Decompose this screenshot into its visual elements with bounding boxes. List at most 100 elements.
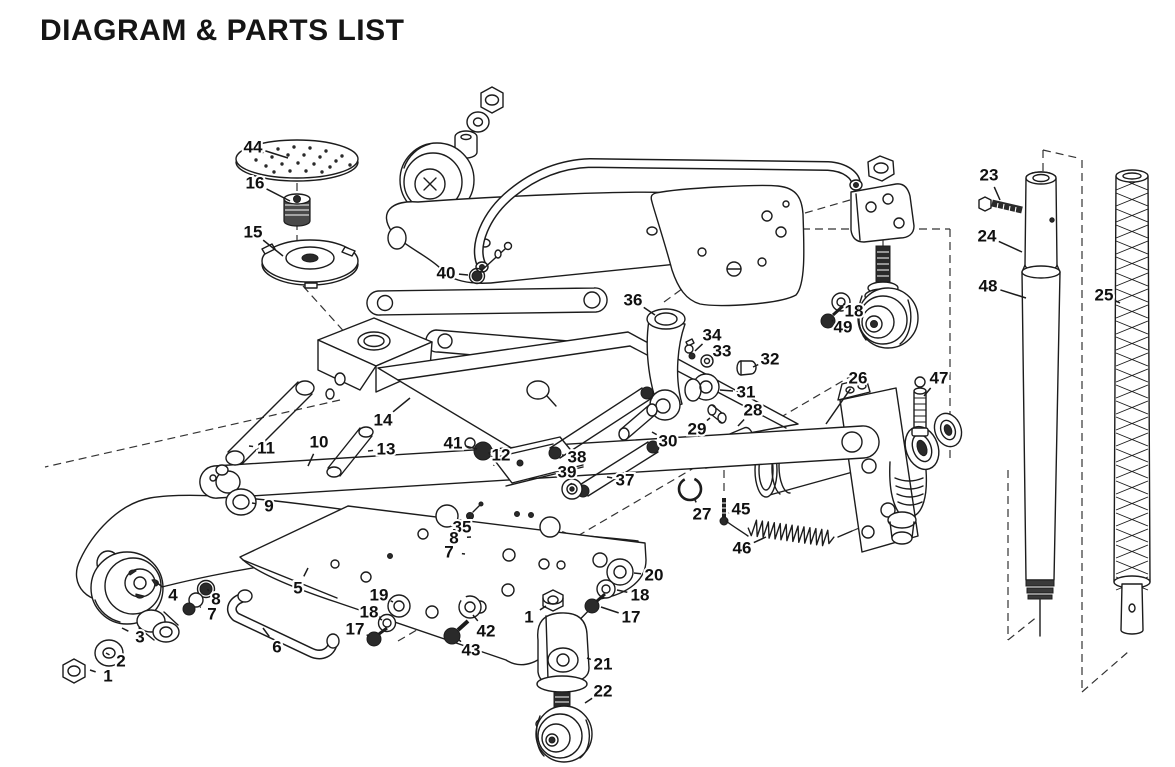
part-label-7: 7 [444, 543, 453, 562]
part-label-8: 8 [449, 529, 458, 548]
part-label-39: 39 [558, 463, 577, 482]
bottom-caster-wheel [535, 691, 593, 763]
part-label-2: 2 [116, 652, 125, 671]
leader-line-17 [366, 634, 370, 637]
part-label-22: 22 [594, 682, 613, 701]
part-label-33: 33 [713, 342, 732, 361]
leader-line-15 [262, 239, 284, 257]
part-label-31: 31 [737, 383, 756, 402]
o-ring [677, 476, 703, 502]
part-label-41: 41 [444, 434, 463, 453]
part-label-1: 1 [524, 608, 533, 627]
part-label-49: 49 [834, 318, 853, 337]
leader-line-14 [392, 397, 411, 413]
part-label-32: 32 [761, 350, 780, 369]
bolt-43 [443, 619, 470, 645]
leader-line-1 [89, 669, 96, 673]
pump-stem [911, 376, 929, 437]
pivot-rod-38 [548, 386, 654, 460]
set-screw-35 [466, 501, 484, 520]
part-label-36: 36 [624, 291, 643, 310]
leader-line-49 [831, 319, 834, 322]
washer-18-left [377, 613, 397, 633]
top-nut-washer-bushing [454, 86, 504, 159]
saddle-pad [235, 139, 359, 182]
leader-line-27 [693, 497, 697, 503]
leader-line-24 [998, 240, 1023, 253]
part-label-10: 10 [310, 433, 329, 452]
pump-cylinder-eye-2 [933, 412, 963, 448]
leader-line-37 [606, 476, 613, 479]
leader-line-19 [390, 600, 394, 603]
side-rod [209, 380, 315, 482]
caster-bracket [536, 612, 590, 693]
part-label-40: 40 [437, 264, 456, 283]
leader-line-8 [206, 588, 210, 592]
leader-line-28 [737, 418, 745, 427]
leader-line-3 [121, 627, 129, 632]
part-label-3: 3 [135, 628, 144, 647]
part-label-29: 29 [688, 420, 707, 439]
bolt-8-left [196, 579, 216, 599]
part-label-6: 6 [272, 638, 281, 657]
part-label-21: 21 [594, 655, 613, 674]
part-label-1: 1 [103, 667, 112, 686]
part-label-4: 4 [168, 586, 178, 605]
part-label-28: 28 [744, 401, 763, 420]
leader-line-25 [1115, 300, 1121, 304]
release-pin [719, 498, 729, 526]
handle-lower-tube [1021, 265, 1061, 637]
bolt-17-right [584, 592, 606, 614]
ram-bolt [464, 437, 493, 461]
lift-arm-plate [377, 331, 799, 471]
linkage-small-parts [618, 338, 757, 441]
saddle-base [261, 239, 359, 289]
leader-line-20 [633, 572, 642, 575]
part-label-44: 44 [244, 138, 263, 157]
bushing-39 [561, 478, 583, 500]
part-label-20: 20 [645, 566, 664, 585]
part-label-38: 38 [568, 448, 587, 467]
front-roller [399, 142, 475, 218]
part-label-13: 13 [377, 440, 396, 459]
part-label-46: 46 [733, 539, 752, 558]
leader-line-16 [266, 188, 291, 202]
leader-line-23 [993, 186, 1001, 201]
leader-line-18 [379, 618, 383, 621]
washer-19 [387, 594, 411, 618]
leader-line-32 [752, 363, 759, 368]
part-label-24: 24 [978, 227, 997, 246]
nut-1-center [542, 589, 564, 612]
leader-line-42 [472, 614, 479, 622]
leader-line-48 [1000, 289, 1027, 299]
leader-line-9 [251, 502, 257, 505]
leader-line-5 [303, 567, 309, 577]
part-label-11: 11 [257, 439, 275, 458]
rear-caster-assembly [820, 155, 919, 349]
part-label-9: 9 [264, 497, 273, 516]
part-label-47: 47 [930, 369, 949, 388]
part-label-35: 35 [453, 518, 472, 537]
leader-line-6 [262, 627, 270, 637]
pump-link [646, 308, 686, 421]
handle-upper-tube [1021, 171, 1061, 273]
leader-line-43 [458, 639, 462, 643]
part-label-37: 37 [616, 471, 635, 490]
leader-line-40 [458, 273, 469, 276]
leader-line-1 [539, 605, 547, 611]
tow-bracket [226, 589, 340, 660]
leader-line-18 [616, 589, 628, 593]
part-label-26: 26 [849, 369, 868, 388]
leader-line-46 [753, 536, 767, 544]
leader-line-34 [694, 343, 704, 352]
part-label-42: 42 [477, 622, 496, 641]
bolt-7-left [182, 592, 204, 616]
leader-line-22 [584, 697, 593, 704]
leader-line-21 [586, 657, 592, 661]
short-rod [326, 426, 374, 478]
saddle-screw [283, 193, 311, 227]
bolt-17-left [366, 626, 388, 647]
leader-line-10 [307, 453, 315, 467]
part-label-8: 8 [211, 590, 220, 609]
part-label-30: 30 [659, 432, 678, 451]
